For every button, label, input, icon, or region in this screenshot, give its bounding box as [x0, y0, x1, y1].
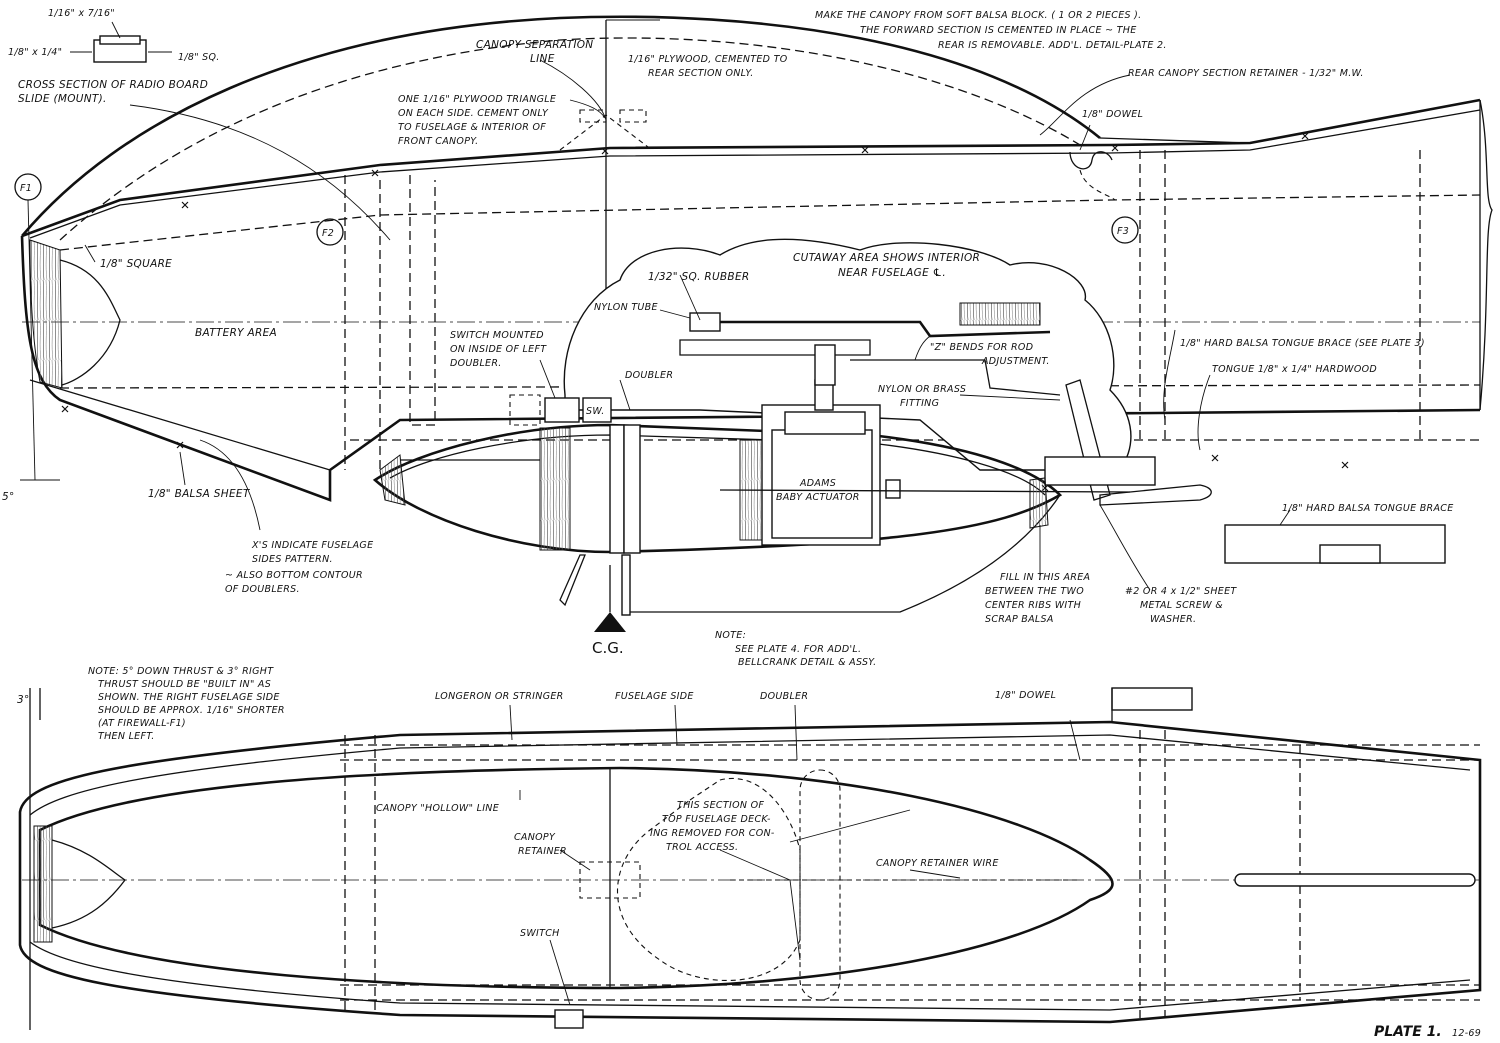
- label-plywood-1: 1/16" PLYWOOD, CEMENTED TO: [628, 54, 788, 65]
- label-thrust-4: SHOULD BE APPROX. 1/16" SHORTER: [98, 705, 285, 716]
- label-cutaway-1: CUTAWAY AREA SHOWS INTERIOR: [793, 252, 980, 264]
- label-dowel-plan: 1/8" DOWEL: [995, 690, 1056, 701]
- label-fill-2: BETWEEN THE TWO: [985, 586, 1084, 597]
- plan-outline: [18, 720, 1482, 1024]
- label-switch-mounted-1: SWITCH MOUNTED: [450, 330, 544, 341]
- label-thrust-2: THRUST SHOULD BE "BUILT IN" AS: [98, 679, 271, 690]
- annotations: 1/16" x 7/16" 1/8" x 1/4" 1/8" SQ. CROSS…: [2, 8, 1481, 1040]
- label-doubler-plan: DOUBLER: [760, 691, 808, 702]
- label-thrust-6: THEN LEFT.: [98, 731, 155, 742]
- label-screw-3: WASHER.: [1150, 614, 1196, 625]
- fuselage-bottom: [20, 235, 1481, 502]
- label-dowel-top: 1/8" DOWEL: [1082, 109, 1143, 120]
- label-switch-mounted-3: DOUBLER.: [450, 358, 502, 369]
- label-triangle-3: TO FUSELAGE & INTERIOR OF: [398, 122, 546, 133]
- label-rear-retainer: REAR CANOPY SECTION RETAINER - 1/32" M.W…: [1128, 68, 1364, 79]
- plate-date: 12-69: [1452, 1028, 1481, 1039]
- label-adams-1: ADAMS: [799, 478, 836, 489]
- label-note-plate4-2: SEE PLATE 4. FOR ADD'L.: [735, 644, 861, 655]
- label-switch-mounted-2: ON INSIDE OF LEFT: [450, 344, 547, 355]
- label-zbends-2: ADJUSTMENT.: [981, 356, 1050, 367]
- label-longeron: LONGERON OR STRINGER: [435, 691, 564, 702]
- label-zbends-1: "Z" BENDS FOR ROD: [930, 342, 1033, 353]
- label-adams-2: BABY ACTUATOR: [776, 492, 860, 503]
- label-screw-1: #2 OR 4 x 1/2" SHEET: [1125, 586, 1237, 597]
- cg-marker: [594, 612, 626, 632]
- label-canopy-sep-2: LINE: [530, 53, 555, 65]
- label-thrust-1: NOTE: 5° DOWN THRUST & 3° RIGHT: [88, 666, 274, 677]
- label-canopy-retainer-2: RETAINER: [518, 846, 567, 857]
- label-section-2: TOP FUSELAGE DECK-: [662, 814, 771, 825]
- label-three-deg: 3°: [17, 694, 30, 706]
- canopy-outline: [21, 15, 1101, 237]
- label-fitting-2: FITTING: [900, 398, 939, 409]
- label-switch-plan: SWITCH: [520, 928, 560, 939]
- label-section-1: THIS SECTION OF: [677, 800, 764, 811]
- label-triangle-2: ON EACH SIDE. CEMENT ONLY: [398, 108, 549, 119]
- label-doubler-top: DOUBLER: [625, 370, 673, 381]
- label-thrust-3: SHOWN. THE RIGHT FUSELAGE SIDE: [98, 692, 280, 703]
- label-triangle-4: FRONT CANOPY.: [398, 136, 478, 147]
- label-note-plate4-3: BELLCRANK DETAIL & ASSY.: [738, 657, 877, 668]
- label-tongue: TONGUE 1/8" x 1/4" HARDWOOD: [1212, 364, 1377, 375]
- label-radio-dims-left: 1/8" x 1/4": [8, 47, 62, 58]
- label-fill-1: FILL IN THIS AREA: [1000, 572, 1090, 583]
- label-xs-2: SIDES PATTERN.: [252, 554, 333, 565]
- label-f1: F1: [20, 183, 32, 194]
- label-xs-4: OF DOUBLERS.: [225, 584, 300, 595]
- label-section-4: TROL ACCESS.: [666, 842, 738, 853]
- label-fill-4: SCRAP BALSA: [985, 614, 1054, 625]
- label-radio-section-1: CROSS SECTION OF RADIO BOARD: [18, 79, 208, 91]
- label-nylon-tube: NYLON TUBE: [594, 302, 658, 313]
- label-canopy-wire: CANOPY RETAINER WIRE: [876, 858, 999, 869]
- label-radio-dims-right: 1/8" SQ.: [178, 52, 220, 63]
- label-brace-side: 1/8" HARD BALSA TONGUE BRACE: [1282, 503, 1454, 514]
- label-brace-top: 1/8" HARD BALSA TONGUE BRACE (SEE PLATE …: [1180, 338, 1425, 349]
- label-balsa-sheet: 1/8" BALSA SHEET: [148, 488, 251, 500]
- label-screw-2: METAL SCREW &: [1140, 600, 1223, 611]
- label-fuselage-side: FUSELAGE SIDE: [615, 691, 694, 702]
- label-triangle-1: ONE 1/16" PLYWOOD TRIANGLE: [398, 94, 556, 105]
- label-canopy-sep-1: CANOPY SEPARATION: [476, 39, 593, 51]
- label-canopy-block-3: REAR IS REMOVABLE. ADD'L. DETAIL-PLATE 2…: [938, 40, 1167, 51]
- tongue-brace-detail: [1224, 524, 1446, 564]
- plan-view: [18, 687, 1482, 1030]
- label-canopy-retainer-1: CANOPY: [514, 832, 556, 843]
- label-canopy-hollow: CANOPY "HOLLOW" LINE: [376, 803, 499, 814]
- label-xs-1: X'S INDICATE FUSELAGE: [251, 540, 373, 551]
- label-plywood-2: REAR SECTION ONLY.: [648, 68, 754, 79]
- label-rubber: 1/32" SQ. RUBBER: [648, 271, 749, 283]
- radio-board-section: [70, 21, 172, 63]
- label-radio-dims-top: 1/16" x 7/16": [48, 8, 115, 19]
- label-square: 1/8" SQUARE: [100, 258, 172, 270]
- label-xs-3: ~ ALSO BOTTOM CONTOUR: [225, 570, 363, 581]
- label-five-deg: 5°: [2, 491, 15, 503]
- label-f2: F2: [322, 228, 334, 239]
- label-note-plate4-1: NOTE:: [715, 630, 746, 641]
- side-view: [14, 15, 1493, 632]
- label-f3: F3: [1117, 226, 1129, 237]
- label-radio-section-2: SLIDE (MOUNT).: [18, 93, 107, 105]
- label-cg: C.G.: [592, 639, 624, 657]
- label-canopy-block-2: THE FORWARD SECTION IS CEMENTED IN PLACE…: [860, 25, 1137, 36]
- label-fitting-1: NYLON OR BRASS: [878, 384, 966, 395]
- label-canopy-block-1: MAKE THE CANOPY FROM SOFT BALSA BLOCK. (…: [815, 10, 1142, 21]
- label-sw: SW.: [586, 406, 605, 417]
- label-thrust-5: (AT FIREWALL-F1): [98, 718, 186, 729]
- plate-number: PLATE 1.: [1374, 1024, 1442, 1040]
- label-battery-area: BATTERY AREA: [195, 327, 277, 339]
- label-fill-3: CENTER RIBS WITH: [985, 600, 1081, 611]
- label-section-3: ING REMOVED FOR CON-: [650, 828, 775, 839]
- label-cutaway-2: NEAR FUSELAGE ℄.: [838, 267, 946, 279]
- plan-canopy: [38, 766, 1114, 990]
